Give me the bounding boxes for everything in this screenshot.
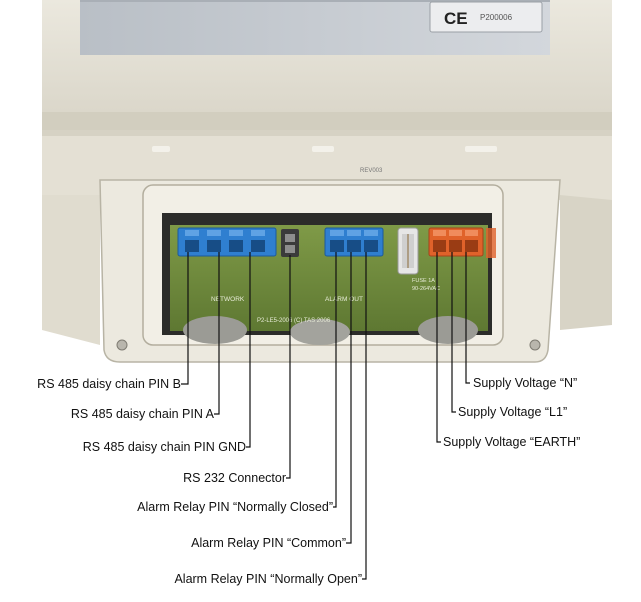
label-supply-n: Supply Voltage “N” bbox=[473, 376, 578, 390]
leader-supply-earth bbox=[436, 252, 441, 443]
network-terminal-block bbox=[177, 227, 277, 257]
supply-terminal-block bbox=[428, 227, 496, 258]
label-alarm-normally-open: Alarm Relay PIN “Normally Open” bbox=[174, 572, 362, 586]
enclosure-top: CE P200006 bbox=[42, 0, 612, 130]
cert-code: P200006 bbox=[480, 13, 513, 22]
label-alarm-common: Alarm Relay PIN “Common” bbox=[191, 536, 346, 550]
silk-supply-range: 90-264VAC bbox=[412, 286, 440, 292]
leader-supply-l1 bbox=[451, 252, 456, 413]
silk-network: NETWORK bbox=[211, 296, 245, 303]
ce-mark: CE bbox=[444, 9, 468, 28]
leader-lines bbox=[181, 252, 470, 580]
leader-alarm-nc bbox=[333, 252, 337, 508]
label-supply-l1: Supply Voltage “L1” bbox=[458, 405, 568, 419]
alarm-terminal-block bbox=[324, 227, 384, 257]
label-rs485-pin-b: RS 485 daisy chain PIN B bbox=[37, 377, 181, 391]
label-rs485-pin-a: RS 485 daisy chain PIN A bbox=[70, 407, 214, 421]
leader-alarm-com bbox=[346, 252, 352, 544]
leader-rs485-gnd bbox=[246, 252, 251, 448]
leader-supply-n bbox=[465, 252, 470, 384]
leader-alarm-no bbox=[362, 252, 367, 580]
ce-label bbox=[429, 1, 543, 33]
label-alarm-normally-closed: Alarm Relay PIN “Normally Closed” bbox=[137, 500, 333, 514]
silk-fuse: FUSE 1A bbox=[412, 278, 435, 284]
screw-icon bbox=[116, 339, 128, 351]
silk-alarm-out: ALARM OUT bbox=[325, 296, 363, 303]
leader-rs232 bbox=[286, 255, 291, 479]
rs232-connector-block bbox=[281, 229, 299, 257]
leader-rs485-b bbox=[181, 252, 189, 385]
screw-icon bbox=[529, 339, 541, 351]
label-rs485-pin-gnd: RS 485 daisy chain PIN GND bbox=[82, 440, 246, 454]
silk-pcb-id: P2-LE5-2006 (C) TAS 2006 bbox=[257, 318, 331, 324]
svg-text:REV003: REV003 bbox=[360, 168, 383, 174]
leader-rs485-a bbox=[214, 252, 220, 415]
fuse-holder bbox=[397, 227, 419, 275]
label-supply-earth: Supply Voltage “EARTH” bbox=[443, 435, 581, 449]
label-rs232-connector: RS 232 Connector bbox=[183, 471, 286, 485]
